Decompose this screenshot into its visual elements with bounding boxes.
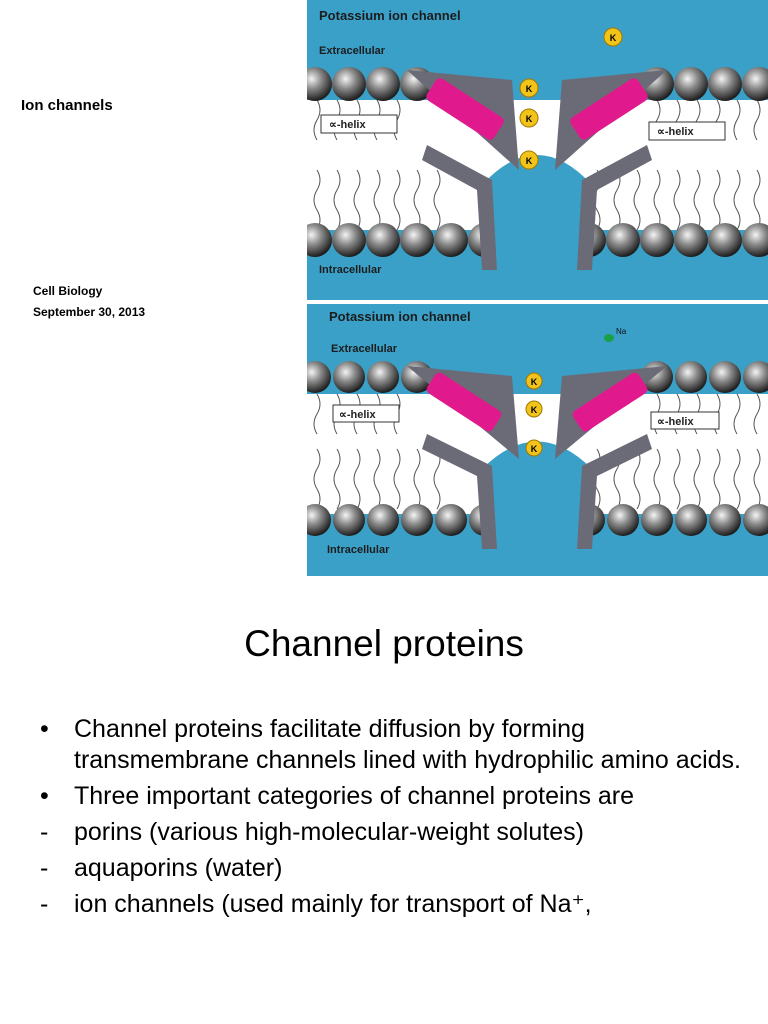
extracellular-label: Extracellular <box>331 343 398 355</box>
intracellular-label: Intracellular <box>327 544 390 556</box>
helix-left-box <box>320 114 398 134</box>
svg-text:K: K <box>531 377 538 387</box>
helix-right-label: ∝-helix <box>657 416 694 428</box>
bullet-text: porins (various high-molecular-weight so… <box>74 818 584 846</box>
channel-ion-3: K <box>519 150 539 170</box>
dash-marker: - <box>40 890 49 918</box>
helix-right-shape <box>572 372 648 432</box>
bullet-item: • Three important categories of channel … <box>38 781 758 812</box>
figure-title: Potassium ion channel <box>329 309 471 324</box>
protein-lower-left <box>422 145 497 270</box>
svg-text:K: K <box>531 444 538 454</box>
bullet-item: - ion channels (used mainly for transpor… <box>38 889 758 920</box>
helix-left-shape <box>426 78 504 140</box>
channel-ion-1: K <box>525 372 543 390</box>
channel-ion-2: K <box>519 108 539 128</box>
protein-lower-left <box>422 434 497 549</box>
bullet-text: Channel proteins facilitate diffusion by… <box>74 715 742 774</box>
helix-left-label: ∝-helix <box>329 119 366 131</box>
channel-vestibule <box>482 441 592 576</box>
channel-diagram: ∝-helix ∝-helix K K K K Potassium ion ch… <box>307 0 768 300</box>
bullet-item: - porins (various high-molecular-weight … <box>38 817 758 848</box>
bullet-text: ion channels (used mainly for transport … <box>74 890 592 918</box>
sodium-ion: Na <box>604 327 627 342</box>
svg-text:K: K <box>526 84 533 94</box>
intracellular-label: Intracellular <box>319 264 382 276</box>
bullet-item: - aquaporins (water) <box>38 853 758 884</box>
page-heading: Channel proteins <box>244 623 524 664</box>
bullet-text: aquaporins (water) <box>74 854 283 882</box>
helix-left-box <box>332 404 400 423</box>
channel-ion-3: K <box>525 439 543 457</box>
channel-ion-1: K <box>519 78 539 98</box>
bullet-item: • Channel proteins facilitate diffusion … <box>38 714 758 776</box>
channel-diagram: ∝-helix ∝-helix K K K Na Potassium ion c… <box>307 304 768 576</box>
channel-vestibule <box>482 155 592 300</box>
svg-text:K: K <box>610 33 617 43</box>
lecture-date: September 30, 2013 <box>33 305 146 319</box>
svg-text:K: K <box>526 156 533 166</box>
protein-lower-right <box>577 434 652 549</box>
channel-ion-2: K <box>525 400 543 418</box>
helix-right-box <box>650 411 720 430</box>
figure-title: Potassium ion channel <box>319 8 461 23</box>
potassium-channel-figure-2: ∝-helix ∝-helix K K K Na Potassium ion c… <box>307 304 768 576</box>
slide-subtitle: Ion channels <box>21 97 113 114</box>
helix-right-box <box>648 121 726 141</box>
helix-right-label: ∝-helix <box>657 126 694 138</box>
bullet-marker: • <box>40 715 49 743</box>
outside-ion: K <box>603 27 623 47</box>
dash-marker: - <box>40 818 49 846</box>
potassium-channel-figure-1: ∝-helix ∝-helix K K K K Potassium ion ch… <box>307 0 768 300</box>
helix-left-shape <box>426 372 502 432</box>
bullet-list: • Channel proteins facilitate diffusion … <box>38 714 758 925</box>
course-name: Cell Biology <box>33 284 103 298</box>
helix-right-shape <box>570 78 648 140</box>
bullet-marker: • <box>40 782 49 810</box>
helix-left-label: ∝-helix <box>339 409 376 421</box>
svg-text:Na: Na <box>616 327 627 336</box>
svg-text:K: K <box>526 114 533 124</box>
bullet-text: Three important categories of channel pr… <box>74 782 635 810</box>
lipid-heads <box>307 361 768 536</box>
protein-lower-right <box>577 145 652 270</box>
lipid-tails <box>313 99 761 231</box>
svg-text:K: K <box>531 405 538 415</box>
dash-marker: - <box>40 854 49 882</box>
extracellular-label: Extracellular <box>319 45 386 57</box>
